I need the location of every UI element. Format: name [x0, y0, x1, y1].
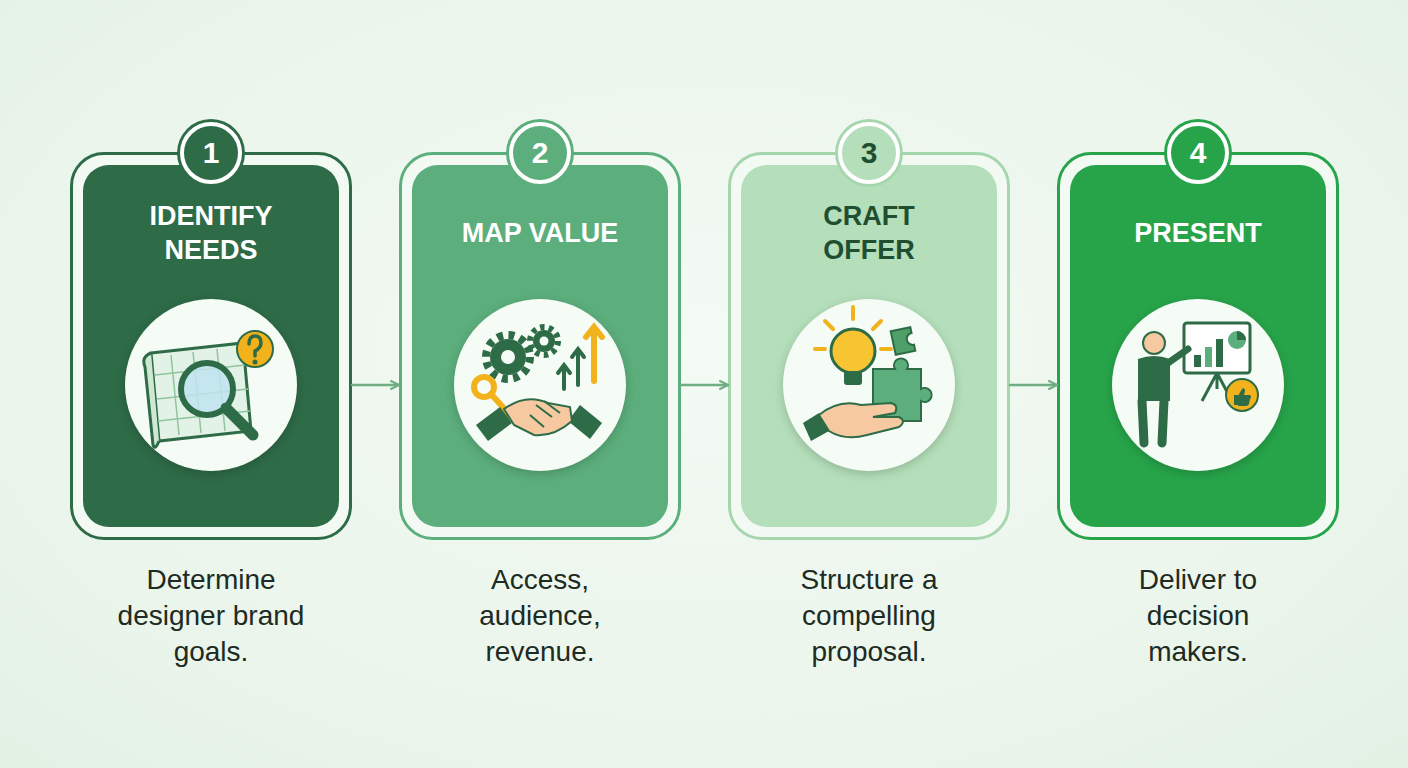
present-icon: [1112, 299, 1284, 471]
presenter-legs: [1142, 401, 1164, 443]
blueprint-grid: [155, 349, 250, 435]
handshake-fingers: [530, 401, 560, 427]
pie-slice: [1237, 331, 1246, 340]
thumbs-up: [1234, 388, 1251, 406]
icon-circle: [783, 299, 955, 471]
step-card: IDENTIFY NEEDSDetermine designer brand g…: [70, 152, 352, 540]
thumbs-up-badge: [1226, 379, 1258, 411]
flow-arrow: [1010, 384, 1057, 387]
value-icon: [454, 299, 626, 471]
presentation-board: [1184, 323, 1250, 373]
blueprint-sheet: [151, 343, 251, 441]
question-badge: [237, 331, 273, 367]
step-number-badge: 4: [1167, 122, 1229, 184]
step-title: CRAFT OFFER: [779, 195, 959, 271]
growth-arrow: [586, 327, 602, 381]
sleeve-left: [476, 407, 512, 441]
key-bow: [474, 377, 494, 397]
step-number: 4: [1190, 138, 1207, 168]
research-icon: [125, 299, 297, 471]
chart-bar: [1216, 339, 1223, 367]
step-number-badge: 2: [509, 122, 571, 184]
question-mark: [249, 336, 261, 356]
presenter-body: [1138, 356, 1170, 401]
board-stand: [1202, 373, 1232, 401]
gear-body: [490, 339, 526, 375]
hand-sleeve: [803, 413, 829, 441]
presenter-head: [1143, 332, 1165, 354]
growth-arrow: [572, 349, 584, 385]
step-title: PRESENT: [1108, 195, 1288, 271]
icon-circle: [125, 299, 297, 471]
step-number: 1: [203, 138, 220, 168]
step-number-badge: 1: [180, 122, 242, 184]
step-number-badge: 3: [838, 122, 900, 184]
pie-chart: [1228, 331, 1246, 349]
bulb-rays: [815, 307, 891, 349]
offer-icon: [783, 299, 955, 471]
chart-bar: [1194, 355, 1201, 367]
flow-arrow: [352, 384, 399, 387]
step-description: Deliver to decision makers.: [1098, 562, 1298, 670]
step-title: IDENTIFY NEEDS: [121, 195, 301, 271]
growth-arrow: [558, 365, 570, 389]
step-card: MAP VALUEAccess, audience, revenue.2: [399, 152, 681, 540]
blueprint-roll: [144, 353, 159, 447]
step-description: Access, audience, revenue.: [440, 562, 640, 670]
magnifier-lens: [181, 363, 233, 415]
gear-teeth: [530, 327, 558, 355]
flow-arrow: [681, 384, 728, 387]
step-description: Structure a compelling proposal.: [769, 562, 969, 670]
open-hand: [819, 403, 903, 437]
gear-body: [533, 330, 555, 352]
step-description: Determine designer brand goals.: [111, 562, 311, 670]
presenter-arm: [1168, 349, 1188, 363]
gear-hole: [501, 350, 515, 364]
icon-circle: [1112, 299, 1284, 471]
sleeve-right: [568, 405, 602, 439]
bulb-glass: [831, 329, 875, 373]
handshake: [504, 399, 572, 435]
chart-bar: [1205, 347, 1212, 367]
puzzle-piece: [891, 327, 916, 355]
icon-circle: [454, 299, 626, 471]
step-card: CRAFT OFFERStructure a compelling propos…: [728, 152, 1010, 540]
magnifier-handle: [226, 408, 253, 435]
puzzle-piece: [873, 358, 932, 421]
gear-hole: [540, 337, 549, 346]
bulb-base: [844, 371, 862, 385]
step-card: PRESENTDeliver to decision makers.4: [1057, 152, 1339, 540]
question-dot: [253, 360, 258, 365]
step-number: 3: [861, 138, 878, 168]
step-number: 2: [532, 138, 549, 168]
key-shaft: [491, 394, 510, 420]
step-title: MAP VALUE: [450, 195, 630, 271]
gear-teeth: [486, 335, 530, 379]
